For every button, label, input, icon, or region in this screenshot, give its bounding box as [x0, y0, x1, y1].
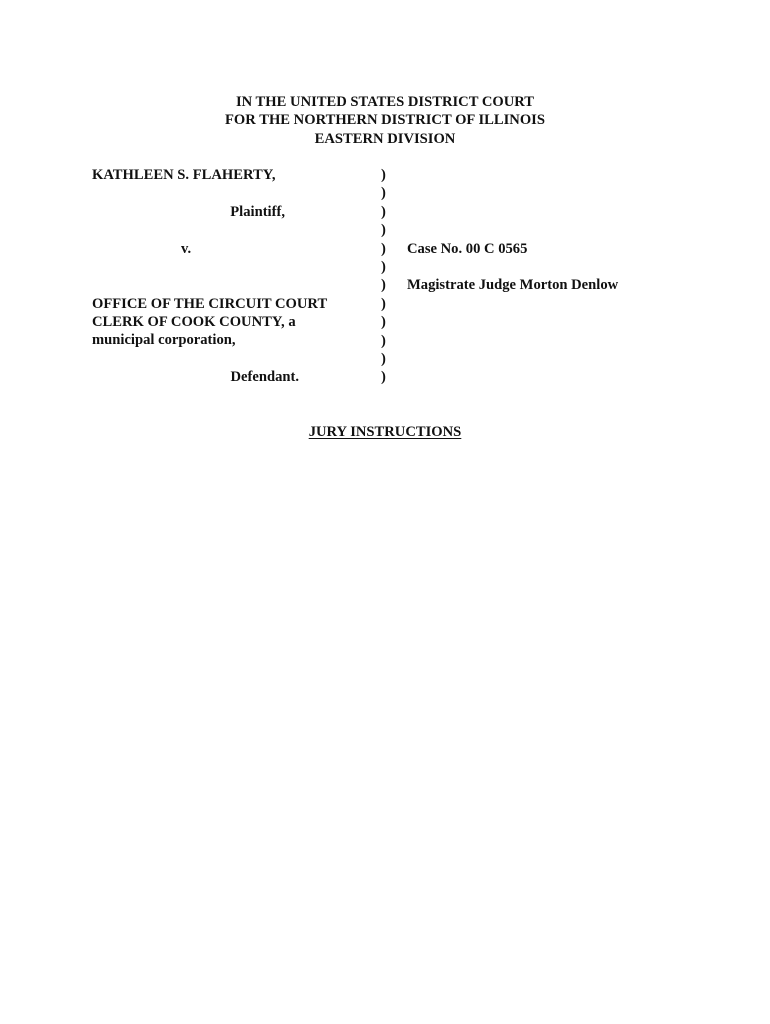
caption-paren: ): [381, 295, 386, 312]
caption-paren: ): [381, 314, 386, 331]
court-heading: IN THE UNITED STATES DISTRICT COURT FOR …: [0, 93, 770, 148]
judge-name: Magistrate Judge Morton Denlow: [407, 277, 619, 294]
defendant-label: Defendant.: [230, 369, 299, 385]
defendant-name-line-1: OFFICE OF THE CIRCUIT COURT: [92, 296, 328, 312]
caption-paren: ): [381, 369, 386, 386]
caption-paren: ): [381, 351, 386, 367]
document-title-text: JURY INSTRUCTIONS: [308, 424, 462, 440]
court-heading-line-1: IN THE UNITED STATES DISTRICT COURT: [235, 94, 535, 110]
versus-label: v.: [181, 241, 192, 257]
caption-paren: ): [381, 203, 386, 220]
defendant-name-line-3: municipal corporation,: [92, 332, 236, 348]
caption-paren: ): [381, 222, 386, 239]
case-number: Case No. 00 C 0565: [407, 240, 528, 257]
defendant-name-line-2: CLERK OF COOK COUNTY, a: [92, 314, 296, 330]
caption-paren: ): [381, 167, 386, 183]
court-heading-line-3: EASTERN DIVISION: [314, 130, 456, 147]
caption-paren: ): [381, 277, 386, 294]
caption-paren: ): [381, 332, 386, 349]
caption-paren: ): [381, 259, 386, 275]
caption-paren: ): [381, 240, 386, 257]
plaintiff-name: KATHLEEN S. FLAHERTY,: [92, 167, 276, 183]
plaintiff-label: Plaintiff,: [230, 204, 285, 220]
document-title: JURY INSTRUCTIONS: [0, 423, 770, 441]
court-heading-line-2: FOR THE NORTHERN DISTRICT OF ILLINOIS: [225, 112, 545, 129]
caption-paren: ): [381, 185, 386, 202]
